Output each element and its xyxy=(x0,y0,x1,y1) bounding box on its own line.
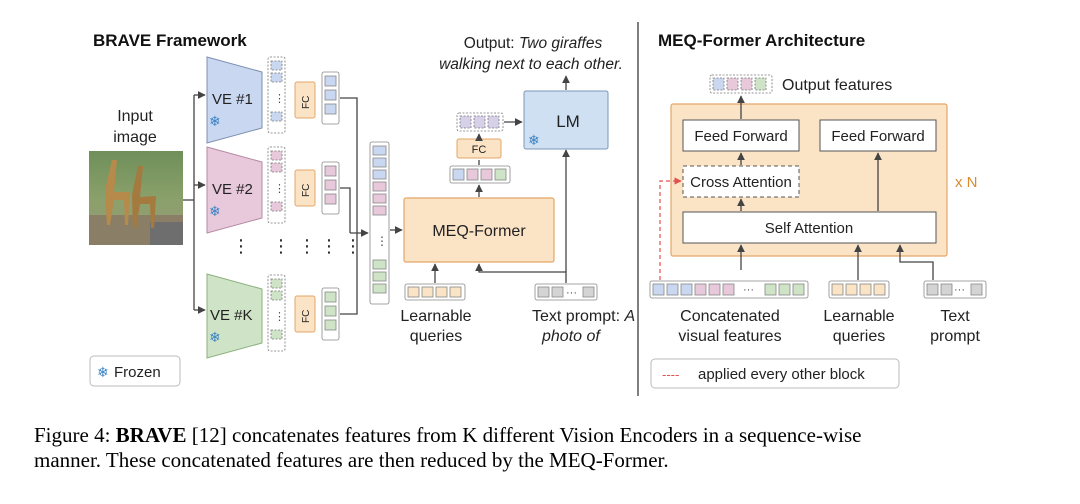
meq-internal-arrows xyxy=(737,95,934,280)
meq-output-tokens xyxy=(449,165,511,184)
text-prompt-label-line1: Text prompt: A xyxy=(532,308,635,325)
caption-line-2: manner. These concatenated features are … xyxy=(34,448,669,472)
concatenated-token-stack xyxy=(369,141,390,305)
vertical-dots: ⋮ xyxy=(344,236,362,256)
repeat-n-label: x N xyxy=(955,174,978,191)
vertical-dots: ⋮ xyxy=(272,236,290,256)
input-label-line1: Input xyxy=(117,108,153,125)
ve2-label: VE #2 xyxy=(212,181,253,198)
projected-tokens xyxy=(456,112,504,132)
caption-bold: BRAVE xyxy=(115,423,187,447)
brave-diagram: BRAVE Framework Input image VE #1 ❄ VE #… xyxy=(89,22,987,396)
feed-forward-right-box: Feed Forward xyxy=(819,119,937,152)
frozen-legend: ❄ Frozen xyxy=(89,355,181,387)
concat-ellipsis: ··· xyxy=(743,284,754,296)
vertical-dots: ⋮ xyxy=(232,236,250,256)
vek-label: VE #K xyxy=(210,307,253,324)
caption-prefix: Figure 4: xyxy=(34,423,116,447)
image-branch-lines xyxy=(183,91,206,314)
text-prompt-tokens xyxy=(534,283,598,301)
right-title: MEQ-Former Architecture xyxy=(658,31,865,50)
caption-text-1: [12] concatenates features from K differ… xyxy=(186,423,862,447)
fc-horizontal-box: FC xyxy=(456,138,502,159)
vertical-dots: ⋮ xyxy=(376,234,388,248)
dashed-legend: ---- applied every other block xyxy=(650,358,900,389)
right-learnable-label-line1: Learnable xyxy=(823,308,894,325)
meq-former-block: MEQ-Former xyxy=(403,197,555,263)
legend-text: applied every other block xyxy=(698,366,865,383)
lm-label: LM xyxy=(556,112,580,131)
cross-attention-label: Cross Attention xyxy=(690,174,792,191)
fc-1-label: FC xyxy=(301,96,312,109)
concatenated-visual-tokens xyxy=(649,280,809,299)
merge-lines xyxy=(340,97,369,315)
vertical-dots: ⋮ xyxy=(298,236,316,256)
text-ellipsis: ··· xyxy=(954,284,965,296)
vision-encoder-1: VE #1 ❄ xyxy=(206,56,263,144)
encoder-2-tokens xyxy=(267,146,286,224)
concat-label-line1: Concatenated xyxy=(680,308,780,325)
snowflake-icon: ❄ xyxy=(209,329,221,345)
right-text-label-line2: prompt xyxy=(930,328,980,345)
learnable-queries-tokens xyxy=(404,283,466,301)
feed-forward-left-label: Feed Forward xyxy=(694,128,787,145)
fc-horizontal-label: FC xyxy=(472,144,487,156)
vertical-dots: ⋮ xyxy=(274,311,285,323)
learnable-label-line1: Learnable xyxy=(400,308,471,325)
frozen-legend-label: Frozen xyxy=(114,364,161,381)
cross-attention-dashed-path xyxy=(659,177,682,280)
fc-2-label: FC xyxy=(301,184,312,197)
input-image xyxy=(89,151,183,245)
self-attention-box: Self Attention xyxy=(682,211,937,244)
legend-dashes: ---- xyxy=(662,367,679,382)
concat-label-line2: visual features xyxy=(678,328,781,345)
vertical-dots: ⋮ xyxy=(274,93,285,105)
snowflake-icon: ❄ xyxy=(528,132,540,148)
prompt-lines xyxy=(475,149,570,283)
text-prompt-ellipsis: ··· xyxy=(566,287,577,299)
right-learnable-tokens xyxy=(828,280,890,299)
encoder-1-tokens xyxy=(267,56,286,134)
output-label-line1: Output: Two giraffes xyxy=(464,35,603,52)
learnable-label-line2: queries xyxy=(410,328,462,345)
right-text-tokens xyxy=(923,280,987,299)
vision-encoder-k: VE #K ❄ xyxy=(206,273,263,359)
input-label-line2: image xyxy=(113,129,157,146)
meq-former-label: MEQ-Former xyxy=(432,223,526,240)
feed-forward-left-box: Feed Forward xyxy=(682,119,800,152)
vertical-dots: ⋮ xyxy=(320,236,338,256)
ve1-label: VE #1 xyxy=(212,91,253,108)
left-title: BRAVE Framework xyxy=(93,31,247,50)
cross-attention-box: Cross Attention xyxy=(682,165,800,198)
self-attention-label: Self Attention xyxy=(765,220,853,237)
figure-caption: Figure 4: BRAVE [12] concatenates featur… xyxy=(34,423,1054,473)
fc-k-label: FC xyxy=(301,310,312,323)
feed-forward-right-label: Feed Forward xyxy=(831,128,924,145)
reduced-tokens xyxy=(321,71,340,341)
text-prompt-label-line2: photo of xyxy=(541,328,601,345)
fc-boxes xyxy=(294,81,316,333)
snowflake-icon: ❄ xyxy=(209,113,221,129)
encoder-k-tokens xyxy=(267,274,286,352)
output-features-tokens xyxy=(709,74,773,94)
snowflake-icon: ❄ xyxy=(209,203,221,219)
output-label-line2: walking next to each other. xyxy=(439,56,623,73)
snowflake-icon: ❄ xyxy=(97,364,109,380)
lm-block: LM ❄ xyxy=(523,90,609,150)
output-features-label: Output features xyxy=(782,77,892,94)
right-learnable-label-line2: queries xyxy=(833,328,885,345)
caption-line-1: Figure 4: BRAVE [12] concatenates featur… xyxy=(34,423,1054,448)
vertical-dots: ⋮ xyxy=(274,183,285,195)
right-text-label-line1: Text xyxy=(940,308,970,325)
vision-encoder-2: VE #2 ❄ xyxy=(206,146,263,234)
